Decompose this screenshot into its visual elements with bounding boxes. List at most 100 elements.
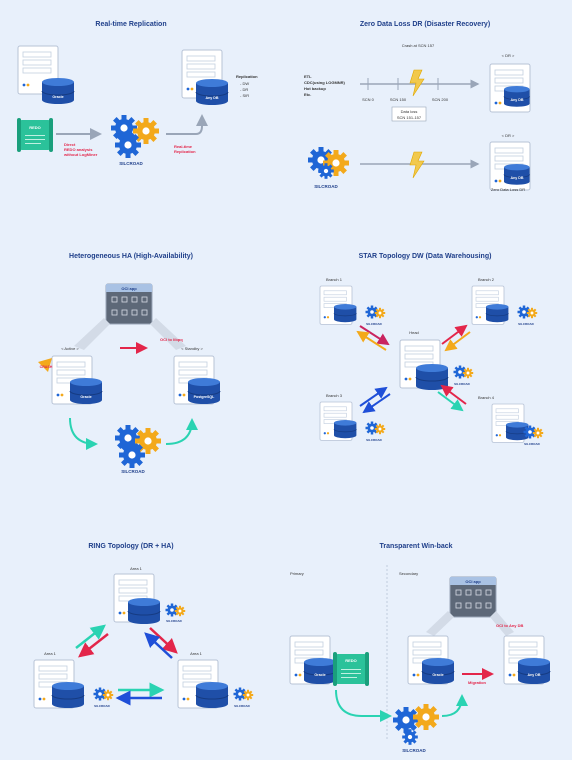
crash-label: Crash at SCN 157 [402, 43, 435, 48]
panel-star-topology: STAR Topology DW (Data Warehousing) Bran… [319, 253, 544, 446]
replication-item-sir: - SIR [240, 93, 249, 98]
zero-data-loss-label: Zero Data Loss DR [491, 187, 525, 192]
redo-log-icon [17, 118, 53, 152]
area-left-silcroad-label: SILCROAD [94, 704, 111, 708]
branch2-silcroad-label: SILCROAD [518, 322, 535, 326]
head-to-branch2-arrow [441, 324, 468, 345]
primary-label: Primary [290, 571, 304, 576]
dr-bottom-db-label: Any DB [511, 176, 524, 180]
area-left-silcroad-orange-gear-icon [102, 689, 114, 701]
branch2-to-head-arrow [444, 331, 471, 352]
migration-label: Migration [468, 680, 487, 685]
silcroad-small-gear-icon [119, 442, 145, 468]
silcroad-small-gear-icon [318, 163, 334, 179]
head-to-branch1-arrow [356, 330, 387, 351]
panel-title: RING Topology (DR + HA) [88, 543, 173, 550]
silcroad-to-standby-arrow [165, 418, 198, 445]
standby-db-icon [187, 377, 221, 405]
branch3-silcroad-label: SILCROAD [366, 438, 383, 442]
area-right-label: Area 1 [190, 651, 203, 656]
without-logminer-label: without LogMiner [63, 152, 98, 157]
head-silcroad-orange-gear-icon [462, 367, 474, 379]
data-loss-label: Data loss [401, 109, 418, 114]
silcroad-label: SILCROAD [402, 748, 426, 753]
head-silcroad-label: SILCROAD [454, 382, 471, 386]
secondary-db-label: Oracle [432, 673, 443, 677]
any-db-icon [517, 657, 551, 685]
replication-item-dw: - DW [240, 81, 249, 86]
dr-top-label: < DR > [502, 53, 515, 58]
panel-zero-data-loss-dr: Zero Data Loss DR (Disaster Recovery) Cr… [304, 21, 531, 192]
branch4-to-head-arrow [440, 384, 467, 405]
app-to-active-arrow [74, 318, 110, 350]
area-left-db-icon [51, 681, 85, 709]
redo-label: REDO [29, 125, 41, 130]
data-loss-box [391, 106, 427, 122]
crash-burst-icon [38, 358, 52, 372]
branch1-to-head-arrow [359, 325, 390, 346]
oci-app-label: OCI app [465, 579, 481, 584]
silcroad-label: SILCROAD [121, 469, 145, 474]
method-hot-backup: Hot backup [304, 86, 326, 91]
oci-to-libpq-label: OCI to libpq [160, 337, 183, 342]
oci-to-any-db-label: OCI to Any DB [496, 623, 524, 628]
area-top-label: Area 1 [130, 566, 143, 571]
area-right-silcroad-label: SILCROAD [234, 704, 251, 708]
panel-title: Zero Data Loss DR (Disaster Recovery) [360, 21, 490, 28]
branch3-to-head-arrow [359, 386, 388, 407]
panel-title: Heterogeneous HA (High-Availability) [69, 253, 193, 260]
silcroad-orange-gear-icon [133, 118, 159, 144]
active-db-label: Oracle [80, 395, 91, 399]
dr-top-db-label: Any DB [511, 98, 524, 102]
active-label: < Active > [61, 346, 79, 351]
dr-bottom-db-icon [503, 163, 530, 186]
silcroad-blue-gear-icon [393, 707, 419, 733]
branch3-silcroad-orange-gear-icon [374, 423, 386, 435]
crash-label: CRASH [40, 365, 53, 369]
crash-bolt-icon [409, 151, 425, 179]
silcroad-small-gear-icon [115, 132, 141, 158]
branch4-silcroad-label: SILCROAD [524, 442, 541, 446]
branch1-silcroad-orange-gear-icon [374, 307, 386, 319]
realtime-replication-label: Replication [174, 149, 196, 154]
branch4-silcroad-orange-gear-icon [532, 427, 544, 439]
branch4-label: Branch 4 [478, 395, 495, 400]
secondary-db-icon [421, 657, 455, 685]
head-to-branch4-arrow [437, 391, 464, 412]
app-to-secondary-oracle-arrow [426, 611, 454, 636]
area-top-silcroad-orange-gear-icon [174, 605, 186, 617]
branch1-label: Branch 1 [326, 277, 343, 282]
panel-transparent-winback: Transparent Win-back Primary Secondary O… [289, 543, 551, 753]
data-loss-range: SCN 151-157 [397, 115, 422, 120]
target-db-label: Any DB [206, 96, 219, 100]
method-etc: Etc. [304, 92, 311, 97]
branch3-label: Branch 3 [326, 393, 343, 398]
realtime-label: Real-time [174, 144, 193, 149]
standby-label: < Standby > [181, 346, 203, 351]
method-cdc: CDC(using LOGMNR) [304, 80, 346, 85]
area-right-db-icon [195, 681, 229, 709]
primary-db-icon [303, 657, 337, 685]
panel-title: Transparent Win-back [379, 543, 452, 550]
silcroad-orange-gear-icon [413, 704, 439, 730]
silcroad-label: SILCROAD [314, 184, 338, 189]
replication-item-dr: - DR [240, 87, 248, 92]
branch1-silcroad-label: SILCROAD [366, 322, 383, 326]
area-top-db-icon [127, 597, 161, 625]
scn-0-label: SCN 0 [362, 97, 375, 102]
left-to-top-arrow [75, 624, 106, 649]
panel-title: Real-time Replication [95, 21, 166, 28]
dr-top-db-icon [503, 85, 530, 108]
silcroad-label: SILCROAD [119, 161, 143, 166]
redo-label: REDO [345, 658, 357, 663]
branch2-silcroad-orange-gear-icon [526, 307, 538, 319]
app-to-any-db-arrow [490, 611, 514, 636]
app-to-standby-arrow [150, 318, 186, 350]
area-top-silcroad-label: SILCROAD [166, 619, 183, 623]
oci-app-label: OCI app [121, 286, 137, 291]
replication-title: Replication [236, 74, 258, 79]
area-right-silcroad-orange-gear-icon [242, 689, 254, 701]
right-to-top-arrow [144, 632, 173, 659]
top-to-right-arrow [149, 627, 178, 654]
